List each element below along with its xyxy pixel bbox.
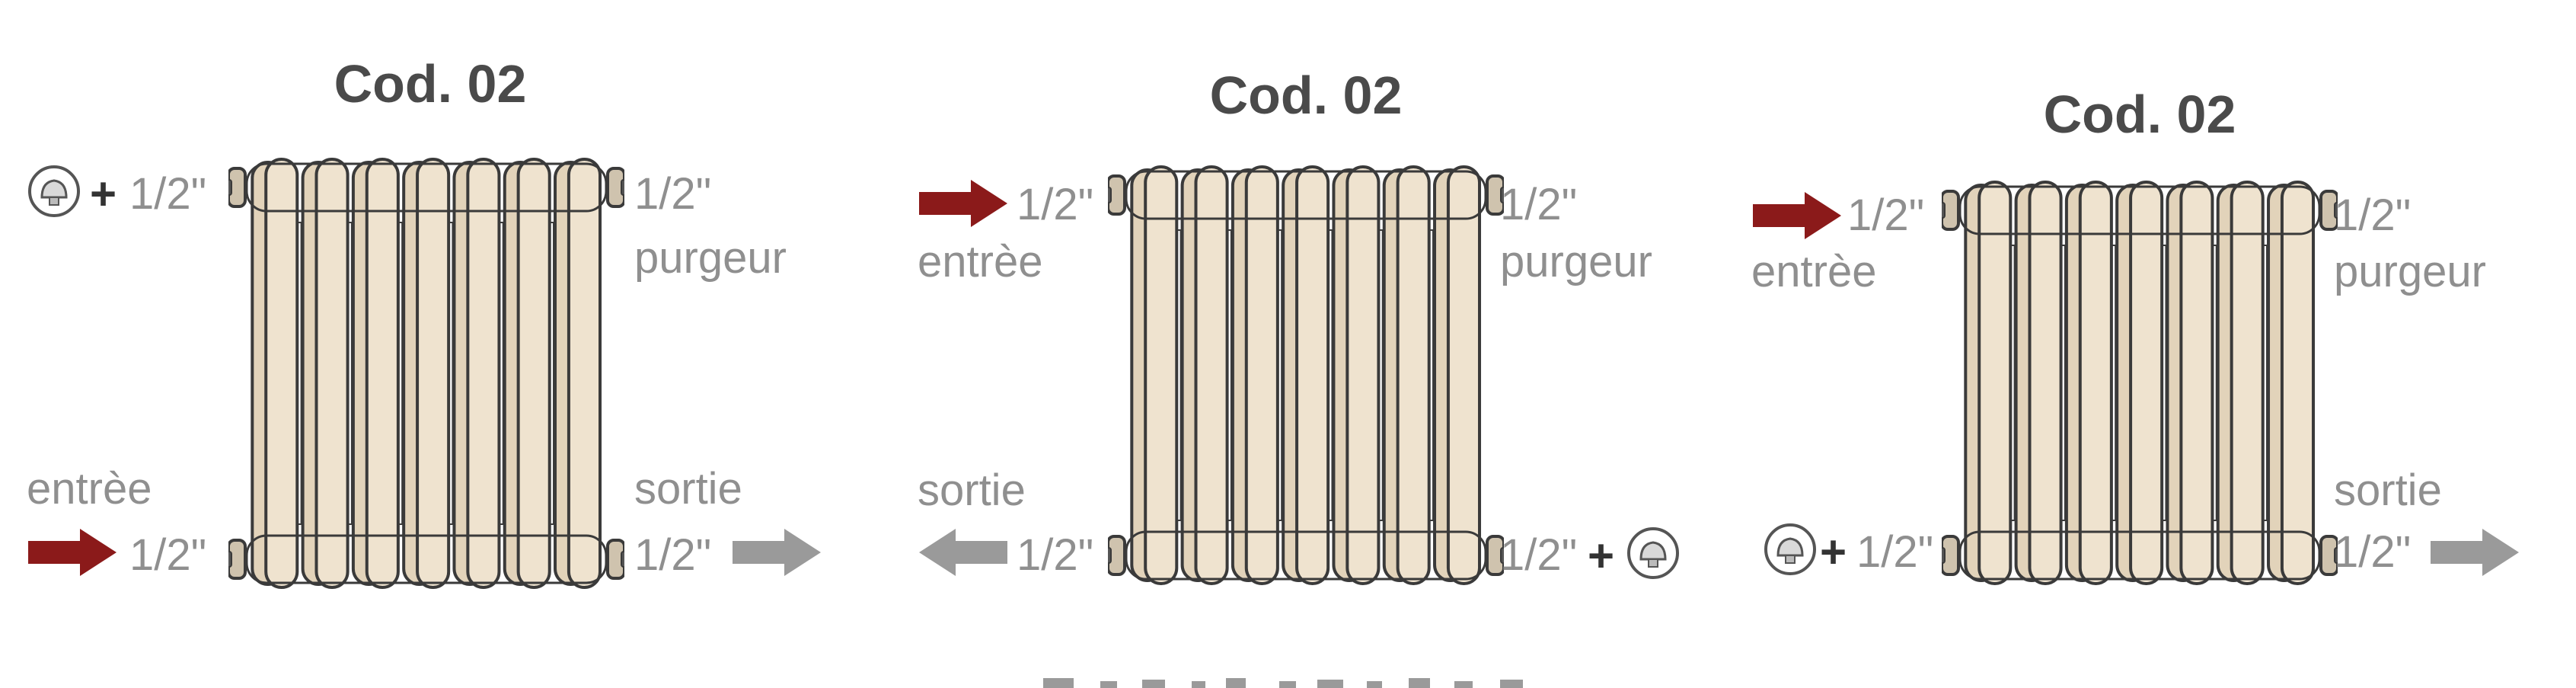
radiator-panel-1: Cod. 02 + 1/2" 1/2" purgeur entrèe 1/2" … bbox=[0, 0, 860, 688]
plus-sign: + bbox=[1588, 530, 1615, 581]
panel-title: Cod. 02 bbox=[2043, 85, 2236, 144]
connection-size: 1/2" bbox=[634, 530, 712, 580]
sortie-label: sortie bbox=[634, 464, 742, 514]
radiator-image bbox=[1108, 165, 1504, 585]
connection-size: 1/2" bbox=[2334, 527, 2412, 577]
connection-size: 1/2" bbox=[129, 530, 207, 580]
entree-label: entrèe bbox=[1751, 247, 1877, 296]
radiator-image bbox=[1942, 181, 2338, 585]
panel-title: Cod. 02 bbox=[1209, 66, 1403, 125]
red-arrow-right-icon bbox=[919, 180, 1007, 227]
entree-label: entrèe bbox=[918, 237, 1043, 286]
red-arrow-right-icon bbox=[28, 529, 117, 576]
entree-label: entrèe bbox=[27, 464, 152, 514]
connection-size: 1/2" bbox=[1856, 527, 1934, 577]
plus-sign: + bbox=[90, 168, 117, 219]
valve-icon bbox=[1627, 527, 1679, 579]
sortie-label: sortie bbox=[2334, 466, 2442, 515]
connection-size: 1/2" bbox=[1017, 530, 1094, 580]
sortie-label: sortie bbox=[918, 466, 1026, 515]
cropped-text-fragment bbox=[1043, 678, 1523, 688]
radiator-panel-2: Cod. 02 1/2" entrèe 1/2" purgeur sortie … bbox=[860, 0, 1721, 688]
connection-size: 1/2" bbox=[1500, 530, 1578, 580]
connection-size: 1/2" bbox=[1017, 180, 1094, 229]
panel-title: Cod. 02 bbox=[334, 54, 527, 114]
gray-arrow-right-icon bbox=[733, 529, 821, 576]
gray-arrow-left-icon bbox=[919, 529, 1007, 576]
valve-icon bbox=[28, 165, 80, 217]
radiator-panel-3: Cod. 02 1/2" entrèe 1/2" purgeur + 1/2" … bbox=[1721, 0, 2576, 688]
purgeur-label: purgeur bbox=[1500, 237, 1652, 286]
red-arrow-right-icon bbox=[1753, 192, 1841, 239]
valve-icon bbox=[1764, 523, 1816, 575]
connection-size: 1/2" bbox=[129, 169, 207, 219]
plus-sign: + bbox=[1820, 526, 1847, 578]
radiator-image bbox=[228, 158, 624, 589]
connection-size: 1/2" bbox=[634, 169, 712, 219]
purgeur-label: purgeur bbox=[2334, 247, 2486, 296]
connection-size: 1/2" bbox=[2334, 190, 2412, 240]
gray-arrow-right-icon bbox=[2431, 529, 2519, 576]
purgeur-label: purgeur bbox=[634, 233, 787, 283]
connection-size: 1/2" bbox=[1500, 180, 1578, 229]
connection-size: 1/2" bbox=[1847, 190, 1925, 240]
